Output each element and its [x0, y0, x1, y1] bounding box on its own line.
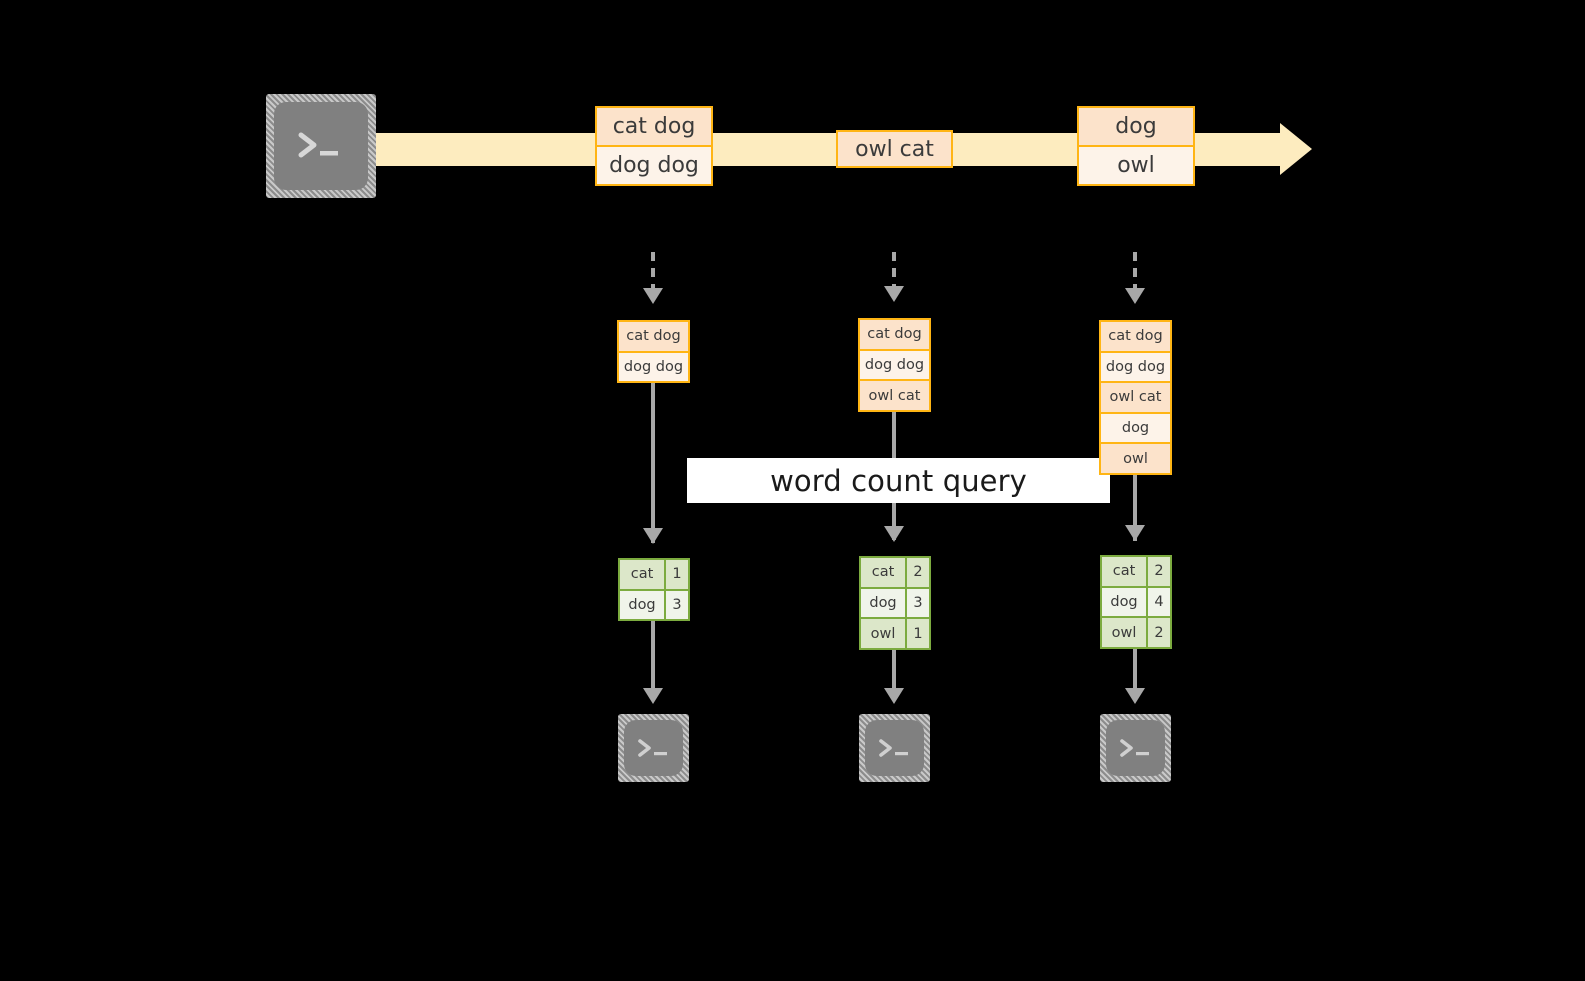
- result-count: 1: [907, 619, 929, 649]
- stream-message-2[interactable]: owl cat: [836, 130, 953, 168]
- message-line: cat dog: [597, 108, 711, 147]
- output-connector-arrowhead-3: [1125, 688, 1145, 704]
- result-word: owl: [861, 619, 907, 649]
- table-row: owl 2: [1102, 618, 1170, 648]
- consumer-terminal-icon-2[interactable]: [859, 714, 930, 782]
- result-word: cat: [1102, 557, 1148, 586]
- stream-tap-arrowhead-3: [1125, 288, 1145, 304]
- output-connector-3: [1133, 649, 1137, 692]
- accumulated-line: owl cat: [1101, 383, 1170, 414]
- result-word: owl: [1102, 618, 1148, 648]
- terminal-prompt-glyph: [878, 739, 908, 757]
- terminal-prompt-glyph: [1119, 739, 1149, 757]
- message-line: owl cat: [838, 132, 951, 166]
- result-count: 1: [666, 560, 688, 589]
- snapshot-1-accumulated[interactable]: cat dog dog dog: [617, 320, 690, 383]
- table-row: cat 2: [861, 558, 929, 589]
- snapshot-1-result-table[interactable]: cat 1 dog 3: [618, 558, 690, 621]
- output-connector-1: [651, 621, 655, 691]
- snapshot-3-result-table[interactable]: cat 2 dog 4 owl 2: [1100, 555, 1172, 649]
- stream-tap-arrowhead-1: [643, 288, 663, 304]
- accumulated-line: cat dog: [1101, 322, 1170, 353]
- result-word: dog: [1102, 587, 1148, 617]
- stream-tap-dashed-2: [892, 252, 896, 288]
- result-word: cat: [861, 558, 907, 587]
- table-row: cat 2: [1102, 557, 1170, 588]
- query-connector-1: [651, 383, 655, 543]
- accumulated-line: owl: [1101, 444, 1170, 473]
- query-connector-arrowhead-2: [884, 526, 904, 542]
- accumulated-line: dog dog: [860, 350, 929, 382]
- snapshot-2-accumulated[interactable]: cat dog dog dog owl cat: [858, 318, 931, 412]
- stream-message-3[interactable]: dog owl: [1077, 106, 1195, 186]
- message-line: owl: [1079, 147, 1193, 184]
- stream-tap-dashed-3: [1133, 252, 1137, 290]
- stream-message-1[interactable]: cat dog dog dog: [595, 106, 713, 186]
- consumer-terminal-icon-1[interactable]: [618, 714, 689, 782]
- result-word: dog: [861, 588, 907, 618]
- terminal-screen: [865, 720, 924, 776]
- snapshot-3-accumulated[interactable]: cat dog dog dog owl cat dog owl: [1099, 320, 1172, 475]
- terminal-prompt-glyph: [298, 132, 338, 158]
- accumulated-line: dog: [1101, 413, 1170, 445]
- result-count: 4: [1148, 587, 1170, 617]
- consumer-terminal-icon-3[interactable]: [1100, 714, 1171, 782]
- snapshot-2-result-table[interactable]: cat 2 dog 3 owl 1: [859, 556, 931, 650]
- table-row: dog 3: [620, 590, 688, 619]
- output-connector-arrowhead-2: [884, 688, 904, 704]
- result-count: 3: [666, 590, 688, 619]
- accumulated-line: dog dog: [1101, 352, 1170, 384]
- terminal-screen: [624, 720, 683, 776]
- stream-tap-dashed-1: [651, 252, 655, 290]
- query-connector-arrowhead-3: [1125, 525, 1145, 541]
- message-line: dog dog: [597, 147, 711, 184]
- table-row: dog 3: [861, 588, 929, 620]
- table-row: owl 1: [861, 619, 929, 649]
- table-row: cat 1: [620, 560, 688, 591]
- terminal-prompt-glyph: [637, 739, 667, 757]
- terminal-screen: [274, 102, 368, 190]
- result-count: 2: [1148, 618, 1170, 648]
- accumulated-line: cat dog: [860, 320, 929, 351]
- query-connector-arrowhead-1: [643, 528, 663, 544]
- terminal-screen: [1106, 720, 1165, 776]
- query-label: word count query: [687, 458, 1110, 503]
- query-label-text: word count query: [770, 463, 1027, 498]
- result-count: 3: [907, 588, 929, 618]
- table-row: dog 4: [1102, 587, 1170, 619]
- output-connector-2: [892, 650, 896, 692]
- accumulated-line: cat dog: [619, 322, 688, 353]
- producer-terminal-icon[interactable]: [266, 94, 376, 198]
- accumulated-line: dog dog: [619, 352, 688, 381]
- result-word: dog: [620, 590, 666, 619]
- output-connector-arrowhead-1: [643, 688, 663, 704]
- stream-tap-arrowhead-2: [884, 286, 904, 302]
- result-count: 2: [907, 558, 929, 587]
- query-connector-3: [1133, 475, 1137, 541]
- message-line: dog: [1079, 108, 1193, 147]
- result-word: cat: [620, 560, 666, 589]
- result-count: 2: [1148, 557, 1170, 586]
- accumulated-line: owl cat: [860, 381, 929, 411]
- stream-arrowhead: [1280, 123, 1312, 175]
